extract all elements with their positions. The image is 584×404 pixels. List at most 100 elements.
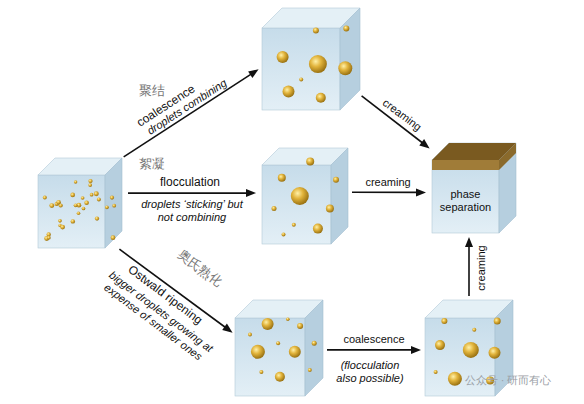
emulsion-cube [262, 148, 348, 244]
emulsion-cube [38, 158, 122, 248]
droplet [49, 203, 54, 208]
droplet [494, 318, 501, 325]
droplet [283, 86, 295, 98]
droplet [309, 55, 327, 73]
droplet [326, 205, 334, 213]
arrowhead [222, 324, 232, 333]
edge-label: coalescence [343, 333, 404, 346]
droplet [70, 193, 75, 198]
arrowhead [411, 346, 421, 354]
droplet [316, 93, 326, 103]
droplet [251, 345, 265, 359]
arrow-connector [128, 189, 256, 197]
arrow-connector [327, 346, 421, 354]
cream-layer-side [499, 143, 516, 170]
droplet [82, 207, 86, 211]
cube-front [235, 318, 305, 396]
droplet [77, 212, 81, 216]
arrow-connector [465, 237, 473, 296]
emulsion-cube: phase separation [432, 143, 516, 233]
cube-side [305, 300, 323, 396]
droplet [97, 197, 101, 201]
droplet [88, 183, 92, 187]
annotation: (flocculation also possible) [330, 359, 410, 385]
droplet [58, 219, 62, 223]
arrow-line [124, 74, 252, 157]
arrow-connector [362, 96, 430, 148]
droplet [248, 333, 252, 337]
droplet [434, 370, 438, 374]
emulsion-cube [262, 8, 360, 110]
droplet [88, 179, 92, 183]
droplet [90, 193, 94, 197]
annotation: droplets ‘sticking’ but not combining [137, 198, 247, 224]
edge-label: creaming [380, 96, 424, 134]
droplet [110, 196, 114, 200]
droplet [111, 235, 116, 240]
droplet [276, 341, 280, 345]
emulsion-cube [235, 300, 323, 396]
arrow-line [327, 349, 413, 351]
cream-layer-front [432, 160, 499, 170]
edge-label: flocculation [160, 176, 220, 189]
droplet [338, 61, 352, 75]
edge-label: creaming [475, 245, 488, 290]
droplet [448, 372, 462, 386]
arrowhead [416, 188, 426, 196]
droplet [71, 219, 75, 223]
droplet [299, 77, 303, 81]
emulsion-cube [262, 148, 348, 244]
droplet [289, 346, 301, 358]
droplet [489, 347, 501, 359]
droplet [272, 206, 277, 211]
droplet [463, 342, 479, 358]
droplet [47, 236, 51, 240]
droplet [333, 177, 339, 183]
cube-side [331, 148, 348, 244]
arrowhead [465, 237, 473, 247]
cube-front [262, 165, 331, 244]
droplet [112, 204, 116, 208]
arrow-line [362, 96, 424, 144]
droplet [291, 187, 309, 205]
droplet [278, 174, 286, 182]
droplet [81, 196, 85, 200]
droplet [441, 318, 447, 324]
droplet [84, 200, 89, 205]
arrow-line [128, 192, 248, 194]
annotation: 聚结 [139, 84, 165, 97]
arrowhead [419, 139, 429, 148]
arrow-line [468, 245, 470, 296]
watermark: 公众号 · 研而有心 [465, 374, 552, 387]
droplet [343, 25, 349, 31]
cube-front [432, 160, 499, 233]
droplet [56, 200, 60, 204]
arrowhead [246, 189, 256, 197]
droplet [277, 51, 289, 63]
cube-side [340, 8, 360, 110]
arrow-connector [352, 188, 426, 196]
annotation: 奥氏熟化 [175, 247, 224, 289]
cube-front [38, 175, 105, 248]
annotation: 絮凝 [139, 157, 165, 170]
arrow-connector [124, 69, 259, 157]
droplet [74, 203, 78, 207]
droplet [308, 368, 312, 372]
droplet [286, 317, 290, 321]
emulsion-cube [38, 158, 122, 248]
droplet [312, 341, 317, 346]
droplet [435, 340, 445, 350]
droplet [262, 318, 274, 330]
droplet [282, 232, 286, 236]
cube-side [105, 158, 122, 248]
arrow-line [352, 191, 418, 193]
droplet [275, 372, 285, 382]
droplet [313, 27, 319, 33]
droplet [74, 180, 77, 183]
droplet [306, 157, 314, 165]
edge-label: creaming [365, 176, 410, 189]
emulsion-cube [262, 8, 360, 110]
droplet [292, 223, 296, 227]
droplet [313, 224, 323, 234]
